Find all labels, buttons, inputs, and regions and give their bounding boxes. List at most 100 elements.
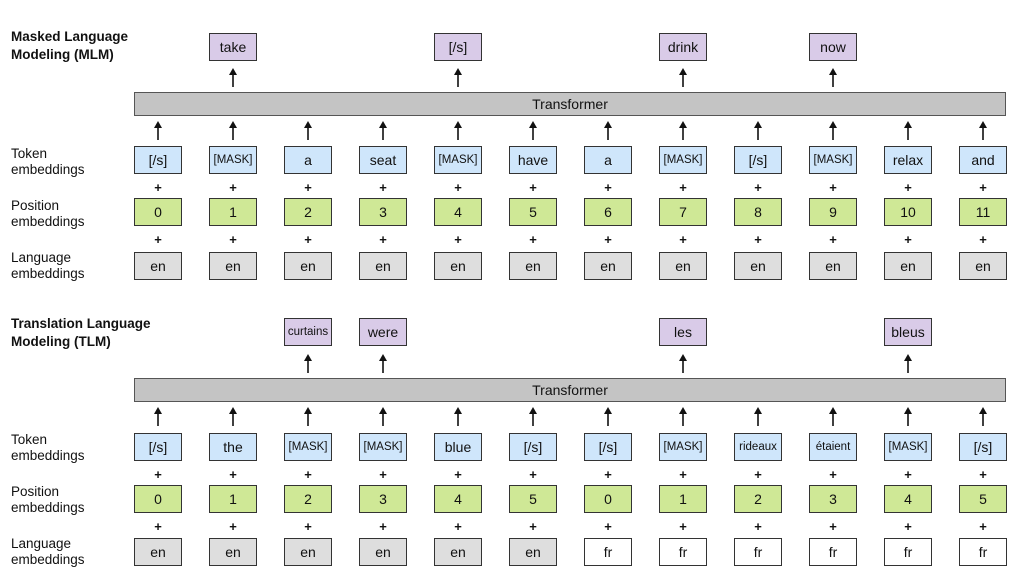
tlm-plus-token-pos-1: +: [229, 467, 237, 482]
mlm-language-9: en: [809, 252, 857, 280]
mlm-plus-token-pos-2: +: [304, 180, 312, 195]
mlm-plus-pos-lang-6: +: [604, 232, 612, 247]
tlm-plus-pos-lang-6: +: [604, 519, 612, 534]
mlm-input-arrow-2: [304, 121, 312, 140]
tlm-plus-pos-lang-7: +: [679, 519, 687, 534]
tlm-language-6: fr: [584, 538, 632, 566]
mlm-language-4: en: [434, 252, 482, 280]
tlm-plus-token-pos-9: +: [829, 467, 837, 482]
tlm-position-8: 2: [734, 485, 782, 513]
tlm-plus-token-pos-4: +: [454, 467, 462, 482]
tlm-language-7: fr: [659, 538, 707, 566]
mlm-plus-pos-lang-10: +: [904, 232, 912, 247]
mlm-input-arrow-10: [904, 121, 912, 140]
tlm-plus-pos-lang-8: +: [754, 519, 762, 534]
tlm-input-arrow-1: [229, 407, 237, 426]
tlm-plus-pos-lang-9: +: [829, 519, 837, 534]
mlm-plus-pos-lang-11: +: [979, 232, 987, 247]
tlm-token-4: blue: [434, 433, 482, 461]
mlm-plus-pos-lang-3: +: [379, 232, 387, 247]
tlm-language-3: en: [359, 538, 407, 566]
tlm-language-2: en: [284, 538, 332, 566]
mlm-position-3: 3: [359, 198, 407, 226]
tlm-output-arrow-0: [304, 354, 312, 373]
mlm-output-arrow-0: [229, 68, 237, 87]
tlm-plus-pos-lang-1: +: [229, 519, 237, 534]
mlm-input-arrow-11: [979, 121, 987, 140]
mlm-output-1: [/s]: [434, 33, 482, 61]
tlm-plus-token-pos-6: +: [604, 467, 612, 482]
mlm-plus-token-pos-3: +: [379, 180, 387, 195]
tlm-language-10: fr: [884, 538, 932, 566]
mlm-token-6: a: [584, 146, 632, 174]
tlm-plus-token-pos-10: +: [904, 467, 912, 482]
mlm-language-11: en: [959, 252, 1007, 280]
mlm-plus-token-pos-8: +: [754, 180, 762, 195]
mlm-language-label: Language embeddings: [11, 250, 85, 281]
tlm-plus-pos-lang-0: +: [154, 519, 162, 534]
mlm-position-8: 8: [734, 198, 782, 226]
tlm-position-1: 1: [209, 485, 257, 513]
mlm-output-0: take: [209, 33, 257, 61]
mlm-input-arrow-3: [379, 121, 387, 140]
tlm-plus-token-pos-0: +: [154, 467, 162, 482]
mlm-plus-token-pos-5: +: [529, 180, 537, 195]
tlm-position-3: 3: [359, 485, 407, 513]
mlm-position-11: 11: [959, 198, 1007, 226]
tlm-language-5: en: [509, 538, 557, 566]
tlm-position-0: 0: [134, 485, 182, 513]
mlm-position-1: 1: [209, 198, 257, 226]
mlm-token-9: [MASK]: [809, 146, 857, 174]
mlm-token-3: seat: [359, 146, 407, 174]
tlm-output-arrow-1: [379, 354, 387, 373]
tlm-plus-pos-lang-10: +: [904, 519, 912, 534]
tlm-input-arrow-10: [904, 407, 912, 426]
mlm-plus-token-pos-1: +: [229, 180, 237, 195]
tlm-input-arrow-7: [679, 407, 687, 426]
mlm-plus-pos-lang-0: +: [154, 232, 162, 247]
tlm-input-arrow-8: [754, 407, 762, 426]
mlm-position-10: 10: [884, 198, 932, 226]
mlm-token-7: [MASK]: [659, 146, 707, 174]
mlm-output-arrow-1: [454, 68, 462, 87]
mlm-position-2: 2: [284, 198, 332, 226]
tlm-token-label: Token embeddings: [11, 432, 85, 463]
tlm-input-arrow-5: [529, 407, 537, 426]
mlm-title: Masked Language Modeling (MLM): [11, 29, 129, 62]
mlm-output-3: now: [809, 33, 857, 61]
mlm-input-arrow-6: [604, 121, 612, 140]
mlm-token-8: [/s]: [734, 146, 782, 174]
mlm-transformer: Transformer: [134, 92, 1006, 116]
tlm-position-2: 2: [284, 485, 332, 513]
tlm-position-7: 1: [659, 485, 707, 513]
tlm-input-arrow-3: [379, 407, 387, 426]
mlm-language-3: en: [359, 252, 407, 280]
mlm-position-6: 6: [584, 198, 632, 226]
tlm-input-arrow-0: [154, 407, 162, 426]
tlm-language-9: fr: [809, 538, 857, 566]
tlm-token-2: [MASK]: [284, 433, 332, 461]
mlm-plus-pos-lang-5: +: [529, 232, 537, 247]
tlm-language-4: en: [434, 538, 482, 566]
mlm-token-1: [MASK]: [209, 146, 257, 174]
mlm-plus-pos-lang-7: +: [679, 232, 687, 247]
tlm-input-arrow-2: [304, 407, 312, 426]
mlm-plus-pos-lang-4: +: [454, 232, 462, 247]
tlm-position-11: 5: [959, 485, 1007, 513]
tlm-position-4: 4: [434, 485, 482, 513]
mlm-token-4: [MASK]: [434, 146, 482, 174]
tlm-token-8: rideaux: [734, 433, 782, 461]
mlm-input-arrow-5: [529, 121, 537, 140]
mlm-position-4: 4: [434, 198, 482, 226]
mlm-position-5: 5: [509, 198, 557, 226]
tlm-language-label: Language embeddings: [11, 536, 85, 567]
tlm-plus-pos-lang-11: +: [979, 519, 987, 534]
mlm-token-0: [/s]: [134, 146, 182, 174]
tlm-language-8: fr: [734, 538, 782, 566]
mlm-language-6: en: [584, 252, 632, 280]
tlm-token-1: the: [209, 433, 257, 461]
tlm-output-arrow-2: [679, 354, 687, 373]
tlm-token-3: [MASK]: [359, 433, 407, 461]
mlm-language-1: en: [209, 252, 257, 280]
mlm-language-2: en: [284, 252, 332, 280]
